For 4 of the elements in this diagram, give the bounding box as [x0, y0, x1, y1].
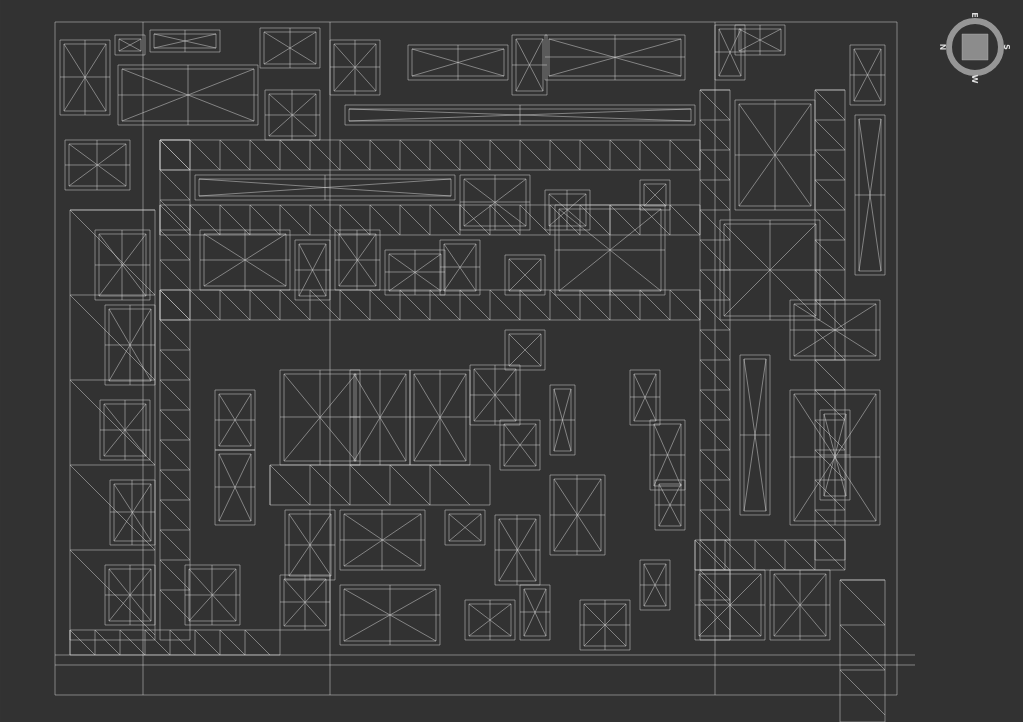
compass-letter: E [972, 13, 978, 18]
compass-letter: W [972, 74, 978, 84]
compass-letter: S [1004, 44, 1011, 50]
compass-letter: N [940, 44, 946, 50]
